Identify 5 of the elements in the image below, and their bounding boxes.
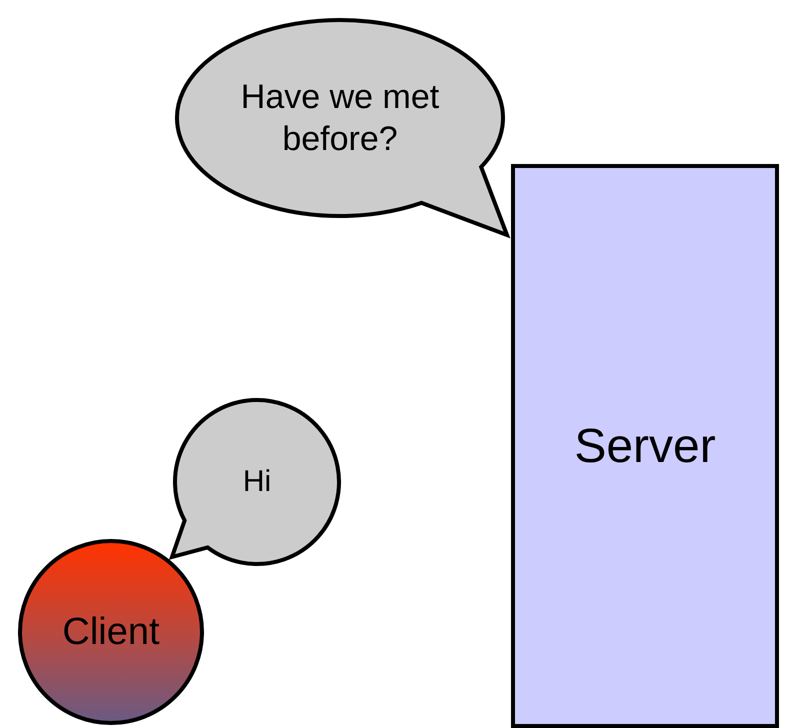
node-label: Server bbox=[574, 418, 716, 474]
node-label: Hi bbox=[242, 464, 272, 500]
node-label: Have we met before? bbox=[240, 76, 440, 160]
server-box bbox=[511, 164, 779, 728]
node-label: Client bbox=[62, 610, 160, 654]
